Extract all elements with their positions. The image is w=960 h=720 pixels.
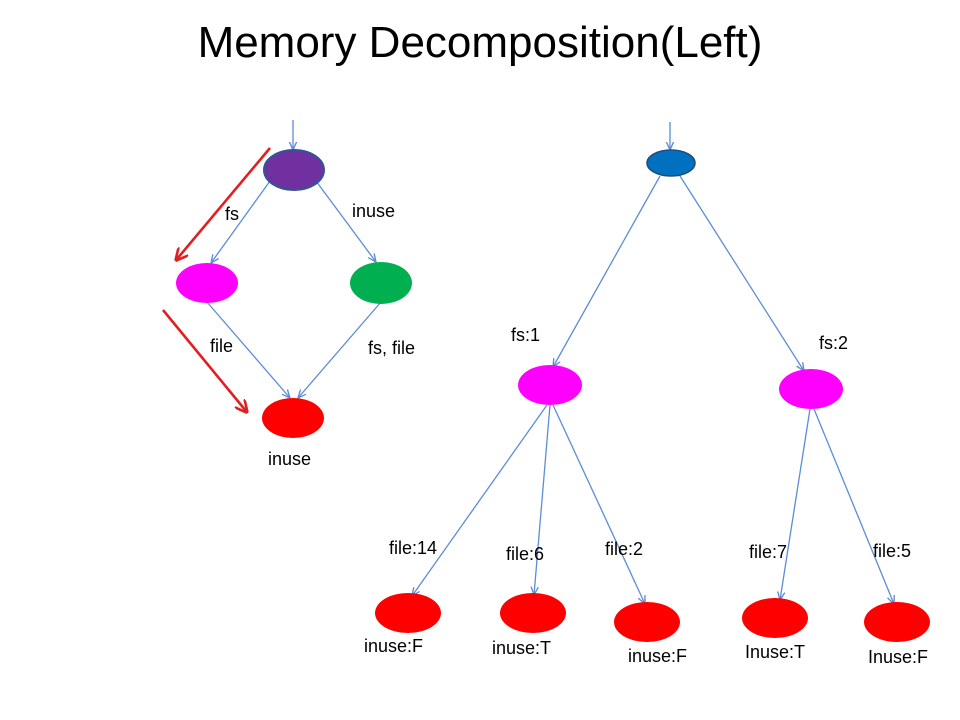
label-file2: file:2 — [605, 539, 643, 559]
edge-root-to-fs1 — [553, 175, 661, 367]
label-file: file — [210, 336, 233, 356]
label-fs: fs — [225, 204, 239, 224]
right-root-node — [646, 149, 696, 177]
highlight-arrow-file — [161, 309, 246, 411]
edge-root-to-fs-node — [211, 180, 271, 263]
edge-fs2-to-leaf5 — [813, 408, 894, 604]
label-file6: file:6 — [506, 544, 544, 564]
edge-fs-node-to-bottom — [206, 301, 290, 398]
label-bottom-inuse: inuse — [268, 449, 311, 469]
leaf-node-2 — [500, 593, 566, 633]
label-fs1: fs:1 — [511, 325, 540, 345]
left-bottom-node — [262, 398, 324, 438]
left-fs-node — [176, 263, 238, 303]
label-file5: file:5 — [873, 541, 911, 561]
leaf-node-1 — [375, 593, 441, 633]
label-file7: file:7 — [749, 542, 787, 562]
edge-fs1-to-leaf3 — [552, 404, 645, 604]
edge-root-to-inuse-node — [315, 180, 376, 262]
leaf-node-5 — [864, 602, 930, 642]
label-leaf5-inuse: Inuse:F — [868, 647, 928, 667]
highlight-arrow-fs — [177, 147, 271, 259]
right-tree: fs:1 fs:2 file:14 file:6 file:2 file:7 f… — [364, 122, 930, 667]
left-inuse-node — [350, 262, 412, 304]
left-root-node — [263, 149, 325, 191]
label-fs-file: fs, file — [368, 338, 415, 358]
left-graph: fs inuse file fs, file inuse — [161, 120, 415, 469]
edge-fs1-to-leaf2 — [534, 404, 551, 595]
fs1-node — [518, 365, 582, 405]
leaf-node-3 — [614, 602, 680, 642]
leaf-node-4 — [742, 598, 808, 638]
label-leaf4-inuse: Inuse:T — [745, 642, 805, 662]
fs2-node — [779, 369, 843, 409]
edge-root-to-fs2 — [679, 175, 804, 371]
label-file14: file:14 — [389, 538, 437, 558]
label-leaf3-inuse: inuse:F — [628, 646, 687, 666]
label-leaf1-inuse: inuse:F — [364, 636, 423, 656]
slide-title: Memory Decomposition(Left) — [197, 18, 763, 67]
edge-fs1-to-leaf1 — [412, 404, 548, 596]
edge-fs2-to-leaf4 — [780, 408, 811, 600]
edge-inuse-node-to-bottom — [298, 301, 382, 398]
label-inuse: inuse — [352, 201, 395, 221]
label-leaf2-inuse: inuse:T — [492, 638, 551, 658]
label-fs2: fs:2 — [819, 333, 848, 353]
